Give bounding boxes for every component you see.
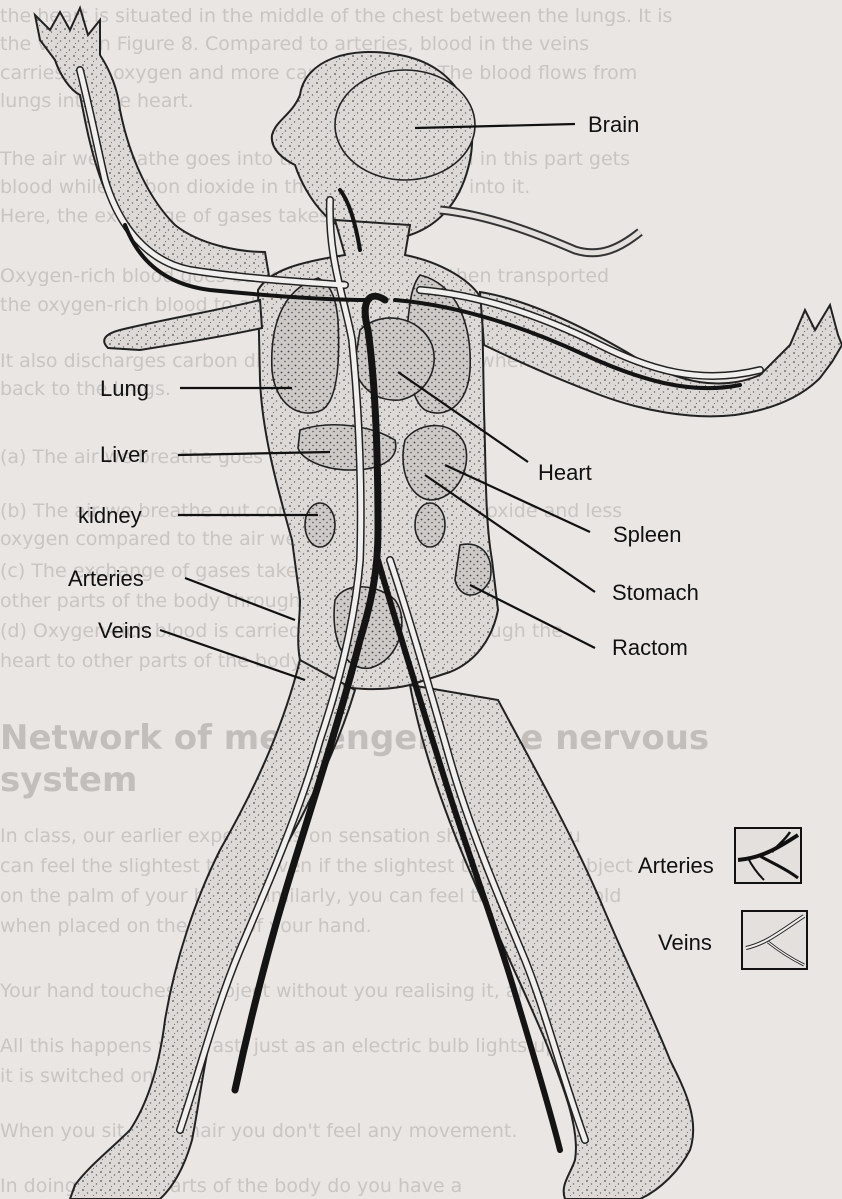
label-kidney: kidney: [78, 505, 142, 527]
human-body-outline: [35, 8, 842, 1199]
kidney-left: [305, 503, 335, 547]
label-spleen: Spleen: [613, 524, 682, 546]
legend-label-veins: Veins: [658, 932, 712, 954]
label-arteries: Arteries: [68, 568, 144, 590]
label-veins: Veins: [98, 620, 152, 642]
label-liver: Liver: [100, 444, 148, 466]
leader-arteries: [185, 578, 295, 620]
label-stomach: Stomach: [612, 582, 699, 604]
legend-label-arteries: Arteries: [638, 855, 714, 877]
leader-veins: [160, 630, 305, 680]
label-ractom: Ractom: [612, 637, 688, 659]
kidney-right: [415, 503, 445, 547]
label-heart: Heart: [538, 462, 592, 484]
legend-veins-swatch: [742, 911, 807, 969]
label-brain: Brain: [588, 114, 639, 136]
legend-arteries-swatch: [735, 828, 801, 883]
label-lung: Lung: [100, 378, 149, 400]
brain-organ: [335, 70, 475, 180]
